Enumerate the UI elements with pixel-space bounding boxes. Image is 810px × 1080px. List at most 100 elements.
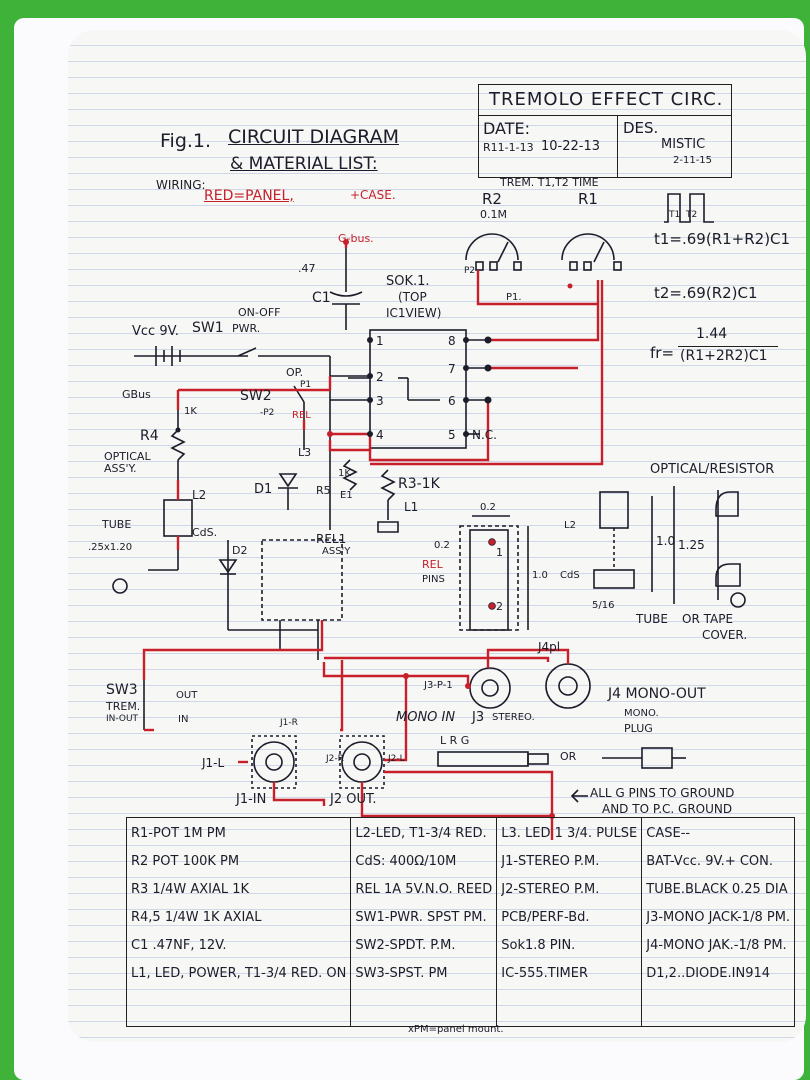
pin-8: 8 [448,334,456,348]
cds-label: CdS. [192,526,218,539]
j4-label: J4 MONO-OUT [608,686,706,702]
g-bus-label: G-bus. [338,232,374,245]
designer-label: DES. [623,119,659,137]
wiring-case-note: +CASE. [350,188,396,202]
t2-equation: t2=.69(R2)C1 [654,284,758,302]
pin-3: 3 [376,394,384,408]
wiring-label: WIRING: [156,178,206,192]
in-out-label: IN-OUT [106,714,139,724]
sw3-label: SW3 [106,682,138,698]
d1-label: D1 [254,482,273,497]
r5-value: 1K [338,468,351,479]
r2-value: 0.1M [480,208,507,221]
p2-pot-label: P2 [464,266,476,276]
material-item: R2 POT 100K PM [131,854,240,869]
material-column-3: L3. LED 1 3/4. PULSE J1-STEREO P.M. J2-S… [496,817,643,1027]
j4-pin-label: J4pl [538,640,561,654]
tape-note: OR TAPE [682,612,734,626]
socket-top-label: (TOP [398,290,427,304]
design-date: 10-22-13 [541,139,601,154]
material-column-1: R1-POT 1M PM R2 POT 100K PM R3 1/4W AXIA… [125,817,352,1027]
material-item: BAT-Vcc. 9V.+ CON. [646,854,774,869]
relay-width-dim: 0.2 [480,502,496,513]
ground-bus-label: GBus [122,388,151,401]
rel-assy-label: ASS'Y [322,546,351,557]
optical-cds-label: CdS [560,570,580,581]
j2-right-label: J2-R [326,754,344,764]
material-list-table: R1-POT 1M PM R2 POT 100K PM R3 1/4W AXIA… [125,817,796,1027]
plug-label: PLUG [624,722,653,735]
freq-lhs: fr= [650,344,675,362]
material-item: J1-STEREO P.M. [501,854,600,869]
cover-note: COVER. [702,628,748,642]
pin-4: 4 [376,428,384,442]
pin-5: 5 [448,428,456,442]
material-item: L1, LED, POWER, T1-3/4 RED. ON [131,966,347,981]
socket-view-label: IC1VIEW) [386,306,442,320]
sw2-label: SW2 [240,388,272,404]
stereo-label: STEREO. [492,712,535,723]
panel-mount-footnote: xPM=panel mount. [408,1024,504,1035]
in-label: IN [178,714,189,725]
wiring-red-note: RED=PANEL, [204,188,294,204]
plug-lrg-label: L R G [440,734,470,747]
j3-pin-label: J3-P-1 [424,680,453,691]
no-connect-label: N.C. [472,428,497,442]
optical-dim-2: 1.25 [678,538,705,552]
relay-height-dim: 0.2 [434,540,450,551]
optical-label: OPTICAL [104,450,151,463]
relay-pins-label: PINS [422,574,445,585]
p1-label: P1 [300,380,312,390]
material-item: CdS: 400Ω/10M [355,854,457,869]
material-item: SW1-PWR. SPST PM. [355,910,487,925]
diagram-title: CIRCUIT DIAGRAM [228,126,399,148]
material-item: L3. LED 1 3/4. PULSE [501,826,638,841]
schematic-drawing [112,193,746,840]
figure-number: Fig.1. [160,130,212,152]
r1-label: R1 [578,190,598,208]
relay-pin-2: 2 [496,600,503,613]
freq-denominator: (R1+2R2)C1 [680,348,768,364]
material-item: SW3-SPST. PM [355,966,448,981]
timing-label: TREM. T1,T2 TIME [500,176,599,189]
designer-name: MISTIC [661,137,706,152]
optical-l2-label: L2 [564,520,576,531]
l1-label: L1 [404,500,419,514]
tube-label: TUBE [102,518,132,531]
material-item: C1 .47NF, 12V. [131,938,227,953]
ground-note-2: AND TO P.C. GROUND [602,802,733,816]
mono-in-label: MONO IN [396,710,456,725]
j2-left-label: J2-L [388,754,405,764]
sw1-label: SW1 [192,320,224,336]
material-item: J4-MONO JAK.-1/8 PM. [646,938,787,953]
t2-tick-label: T2 [686,210,698,220]
notebook-page: TREMOLO EFFECT CIRC. DATE: R11-1-13 10-2… [68,30,806,1042]
circuit-name: TREMOLO EFFECT CIRC. [489,89,724,110]
material-item: TUBE.BLACK 0.25 DIA [646,882,788,897]
mono-plug-label: MONO. [624,708,659,719]
j1-right-label: J1-R [280,718,298,728]
rel-label: REL [292,410,311,421]
material-item: R1-POT 1M PM [131,826,226,841]
c1-label: C1 [312,290,331,306]
r4-label: R4 [140,428,159,444]
designer-date: 2-11-15 [673,155,713,166]
material-item: D1,2..DIODE.IN914 [646,966,771,981]
p2-label: -P2 [260,408,275,418]
date-label: DATE: [483,119,531,138]
j3-label: J3 [472,710,485,725]
pin-2: 2 [376,370,384,384]
material-item: R4,5 1/4W 1K AXIAL [131,910,262,925]
pin-7: 7 [448,362,456,376]
on-off-label: ON-OFF [238,306,281,319]
vcc-label: Vcc 9V. [132,324,179,339]
socket-label: SOK.1. [386,274,430,289]
freq-numerator: 1.44 [696,326,728,342]
j2-out-label: J2 OUT. [330,792,377,807]
material-item: PCB/PERF-Bd. [501,910,590,925]
material-column-2: L2-LED, T1-3/4 RED. CdS: 400Ω/10M REL 1A… [350,817,498,1027]
e1-label: E1 [340,490,353,501]
material-item: J3-MONO JACK-1/8 PM. [646,910,791,925]
op-label: OP. [286,366,304,379]
relay-detail-label: REL [422,558,443,571]
